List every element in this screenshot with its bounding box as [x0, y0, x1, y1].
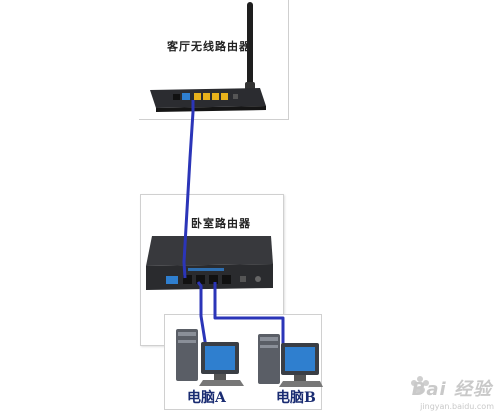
- watermark-brand: Bai 经验: [411, 379, 492, 400]
- uplink-cable: [182, 100, 195, 279]
- cable-to-pc-b: [213, 282, 285, 354]
- pc-a-label: 电脑A: [187, 390, 226, 406]
- living-room-router-label: 客厅无线路由器: [167, 40, 251, 53]
- pc-b-image: [258, 334, 323, 387]
- bedroom-router-label: 卧室路由器: [191, 217, 251, 230]
- pc-b-label: 电脑B: [276, 390, 316, 406]
- baidu-paw-icon: [411, 376, 429, 394]
- lan-port-1: [194, 93, 201, 100]
- bedroom-wan-port: [166, 276, 178, 284]
- wan-port: [182, 93, 190, 100]
- bedroom-router-image: [146, 236, 273, 290]
- cable-to-pc-a: [196, 281, 209, 355]
- lan-port-4: [221, 93, 228, 100]
- watermark-url: jingyan.baidu.com: [420, 402, 494, 411]
- antenna: [247, 2, 253, 86]
- bedroom-router-top: [146, 236, 273, 266]
- cables: [182, 100, 285, 355]
- pc-a-image: [176, 329, 244, 386]
- lan-port-2: [203, 93, 210, 100]
- lan-port-3: [212, 93, 219, 100]
- living-room-router-image: [150, 2, 266, 112]
